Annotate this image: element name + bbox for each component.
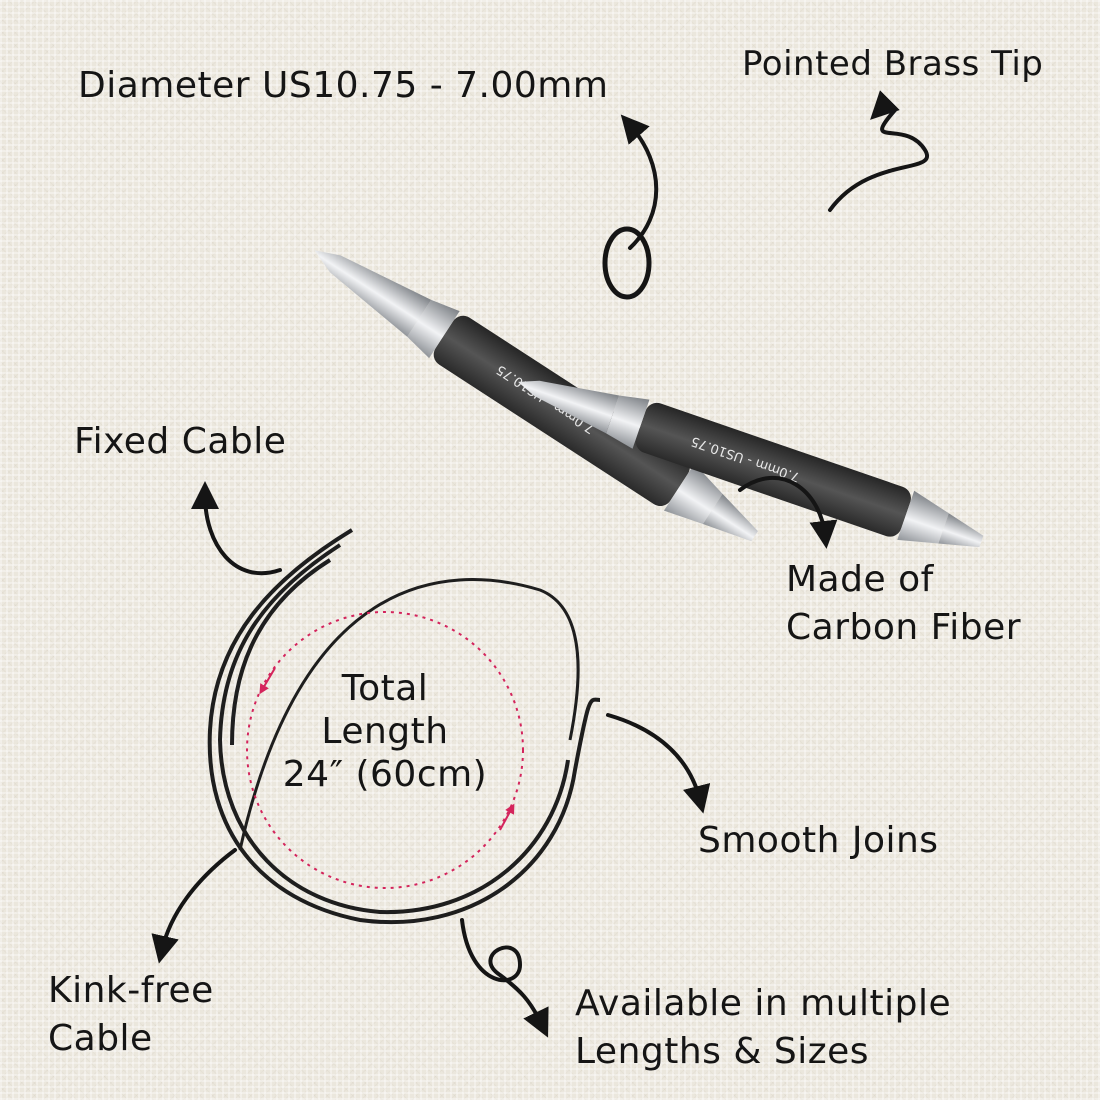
curved-arrow-icon — [151, 848, 237, 964]
carbon-fiber-label-line-2: Carbon Fiber — [786, 607, 1022, 648]
total-length-label-line-2: Length — [321, 711, 449, 752]
curved-arrow-icon — [606, 713, 711, 814]
curved-arrow-icon — [191, 481, 282, 576]
cable — [207, 528, 601, 925]
total-length-label-line-1: Total — [341, 668, 429, 709]
fixed-cable-label: Fixed Cable — [74, 421, 287, 462]
diameter-label: Diameter US10.75 - 7.00mm — [78, 65, 609, 106]
loop-arrow-icon — [828, 90, 929, 212]
available-label-line-1: Available in multiple — [575, 983, 952, 1024]
available-label-line-2: Lengths & Sizes — [575, 1031, 870, 1072]
tip-label: Pointed Brass Tip — [742, 44, 1044, 84]
total-length-label-line-3: 24″ (60cm) — [282, 754, 488, 795]
length-indicator-circle — [246, 611, 524, 889]
smooth-joins-label: Smooth Joins — [698, 820, 939, 861]
curved-arrow-icon — [738, 476, 838, 549]
loop-arrow-icon — [460, 918, 549, 1038]
diameter-ring — [602, 226, 652, 300]
kink-free-label-line-1: Kink-free — [48, 970, 214, 1011]
kink-free-label-line-2: Cable — [48, 1018, 153, 1059]
carbon-fiber-label-line-1: Made of — [786, 559, 934, 600]
curved-arrow-icon — [620, 114, 659, 250]
